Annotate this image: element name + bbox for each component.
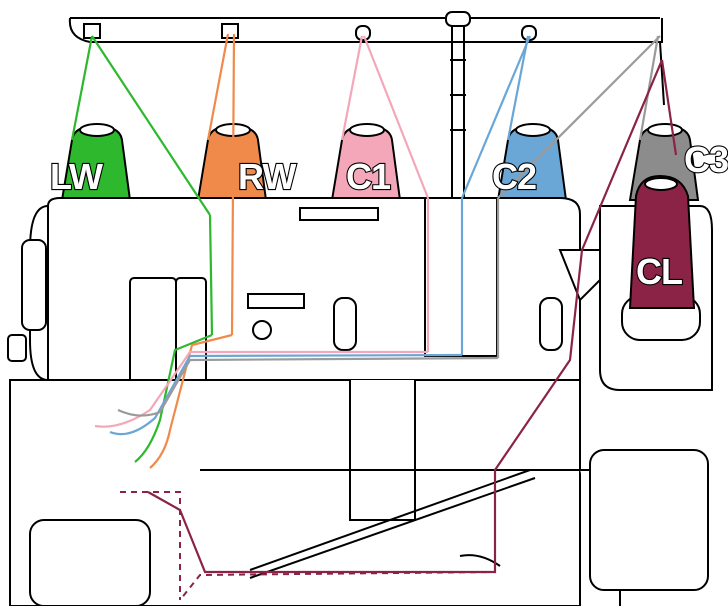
label-c2: C2 — [492, 156, 536, 197]
label-c1: C1 — [346, 156, 391, 197]
label-lw: LW — [50, 156, 103, 197]
label-c3: C3 — [684, 139, 728, 180]
label-rw: RW — [238, 156, 296, 197]
serger-machine-body — [8, 198, 712, 606]
label-cl: CL — [636, 251, 682, 292]
